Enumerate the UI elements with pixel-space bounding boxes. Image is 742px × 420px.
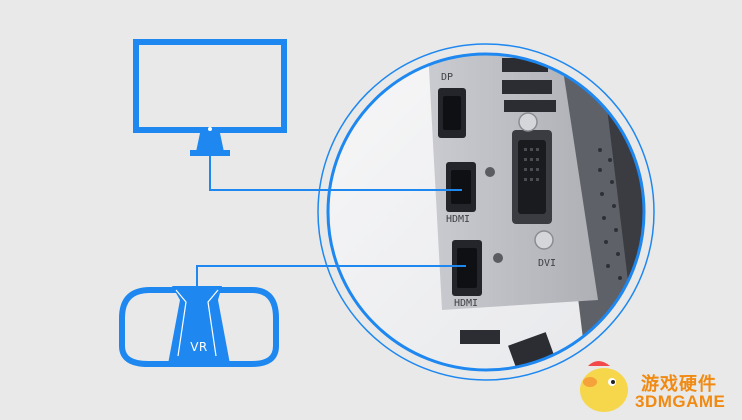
- duck-mascot-icon: [580, 361, 628, 412]
- watermark: 游戏硬件 3DMGAME: [583, 356, 739, 416]
- vr-headset-label: VR: [190, 340, 208, 354]
- graphics-card-ports-photo: [328, 54, 644, 370]
- hdmi-port-label-top: HDMI: [446, 214, 471, 225]
- vr-cable: [196, 265, 466, 286]
- monitor-icon: [133, 39, 287, 156]
- vr-headset-icon: [119, 286, 279, 367]
- hdmi-port-label-bottom: HDMI: [454, 298, 479, 309]
- watermark-brand-text: 3DMGAME: [635, 392, 726, 411]
- monitor-cable: [209, 156, 462, 191]
- zoom-inner-ring: [326, 52, 646, 372]
- zoom-outer-ring: [317, 43, 655, 381]
- watermark-cn-text: 游戏硬件: [641, 374, 717, 395]
- dvi-port-label: DVI: [538, 258, 557, 269]
- dp-port-label: DP: [441, 72, 454, 83]
